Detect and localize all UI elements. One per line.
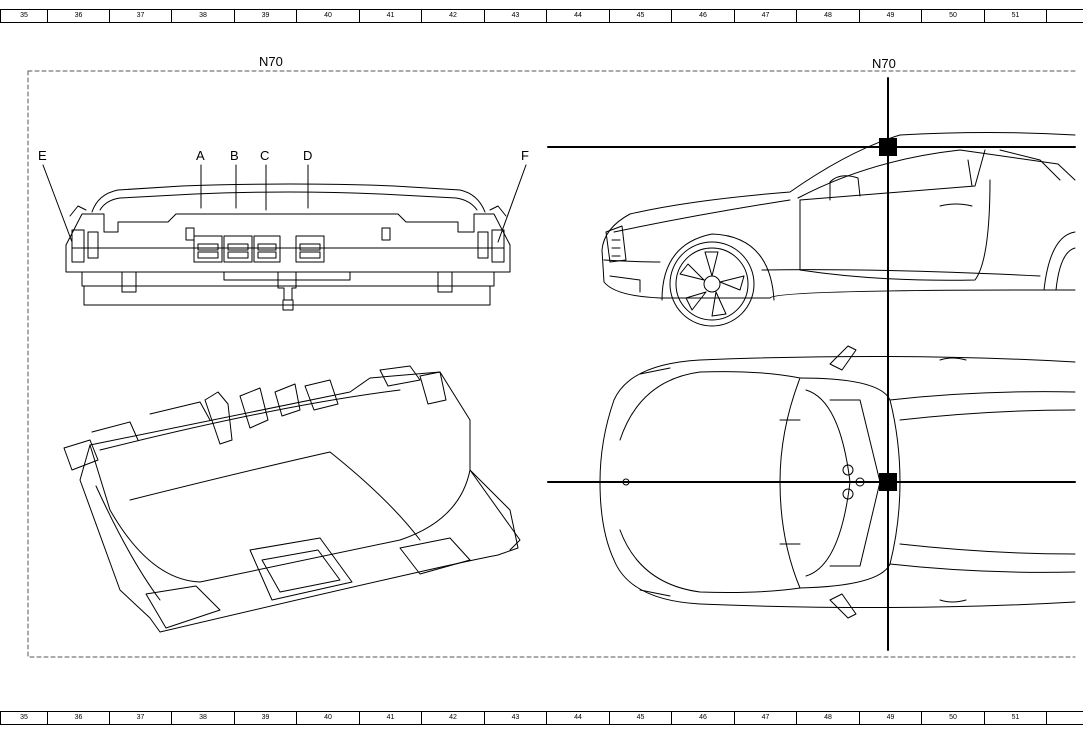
ruler-cell: 44 bbox=[546, 9, 609, 23]
ruler-cell: 39 bbox=[234, 711, 296, 725]
leader-lines bbox=[42, 164, 527, 243]
ruler-cell: 49 bbox=[859, 711, 921, 725]
car-side-view-icon bbox=[601, 132, 1076, 327]
ruler-cell bbox=[1046, 711, 1083, 725]
ruler-cell: 43 bbox=[484, 9, 546, 23]
ruler-cell: 51 bbox=[984, 711, 1046, 725]
ruler-cell: 49 bbox=[859, 9, 921, 23]
connector-label-d: D bbox=[303, 148, 312, 163]
connector-b-icon bbox=[223, 235, 253, 263]
ruler-cell: 37 bbox=[109, 711, 171, 725]
ruler-cell: 50 bbox=[921, 711, 984, 725]
ruler-cell: 36 bbox=[47, 9, 109, 23]
component-label-left: N70 bbox=[259, 54, 283, 69]
ruler-cell: 38 bbox=[171, 711, 234, 725]
ruler-cell: 37 bbox=[109, 9, 171, 23]
connector-c-icon bbox=[253, 235, 281, 263]
grid-ruler-bottom: 35 36 37 38 39 40 41 42 43 44 45 46 47 4… bbox=[0, 711, 1083, 725]
connector-label-a: A bbox=[196, 148, 205, 163]
connector-label-c: C bbox=[260, 148, 269, 163]
ruler-cell: 43 bbox=[484, 711, 546, 725]
ruler-cell: 50 bbox=[921, 9, 984, 23]
ruler-cell bbox=[1046, 9, 1083, 23]
ruler-cell: 47 bbox=[734, 9, 796, 23]
connector-label-f: F bbox=[521, 148, 529, 163]
connector-label-b: B bbox=[230, 148, 239, 163]
ruler-cell: 46 bbox=[671, 711, 734, 725]
ruler-cell: 40 bbox=[296, 9, 359, 23]
grid-ruler-top: 35 36 37 38 39 40 41 42 43 44 45 46 47 4… bbox=[0, 9, 1083, 23]
location-marker-square-icon bbox=[879, 138, 897, 156]
ruler-cell: 42 bbox=[421, 711, 484, 725]
ruler-cell: 35 bbox=[0, 711, 47, 725]
ruler-cell: 41 bbox=[359, 711, 421, 725]
component-label-right: N70 bbox=[872, 56, 896, 71]
dashed-frame bbox=[27, 70, 1076, 658]
overhead-control-panel-iso-view-icon bbox=[63, 365, 521, 633]
ruler-cell: 47 bbox=[734, 711, 796, 725]
ruler-cell: 40 bbox=[296, 711, 359, 725]
ruler-cell: 46 bbox=[671, 9, 734, 23]
ruler-cell: 39 bbox=[234, 9, 296, 23]
connector-a-icon bbox=[193, 235, 223, 263]
ruler-cell: 36 bbox=[47, 711, 109, 725]
connector-d-icon bbox=[295, 235, 325, 263]
ruler-cell: 45 bbox=[609, 711, 671, 725]
ruler-cell: 41 bbox=[359, 9, 421, 23]
ruler-cell: 51 bbox=[984, 9, 1046, 23]
connector-label-e: E bbox=[38, 148, 47, 163]
overhead-control-panel-front-view-icon bbox=[65, 183, 511, 311]
ruler-cell: 48 bbox=[796, 9, 859, 23]
ruler-cell: 38 bbox=[171, 9, 234, 23]
ruler-cell: 42 bbox=[421, 9, 484, 23]
ruler-cell: 45 bbox=[609, 9, 671, 23]
ruler-cell: 44 bbox=[546, 711, 609, 725]
location-crosshair bbox=[547, 77, 1076, 651]
ruler-cell: 35 bbox=[0, 9, 47, 23]
ruler-cell: 48 bbox=[796, 711, 859, 725]
location-marker-square-icon bbox=[879, 473, 897, 491]
